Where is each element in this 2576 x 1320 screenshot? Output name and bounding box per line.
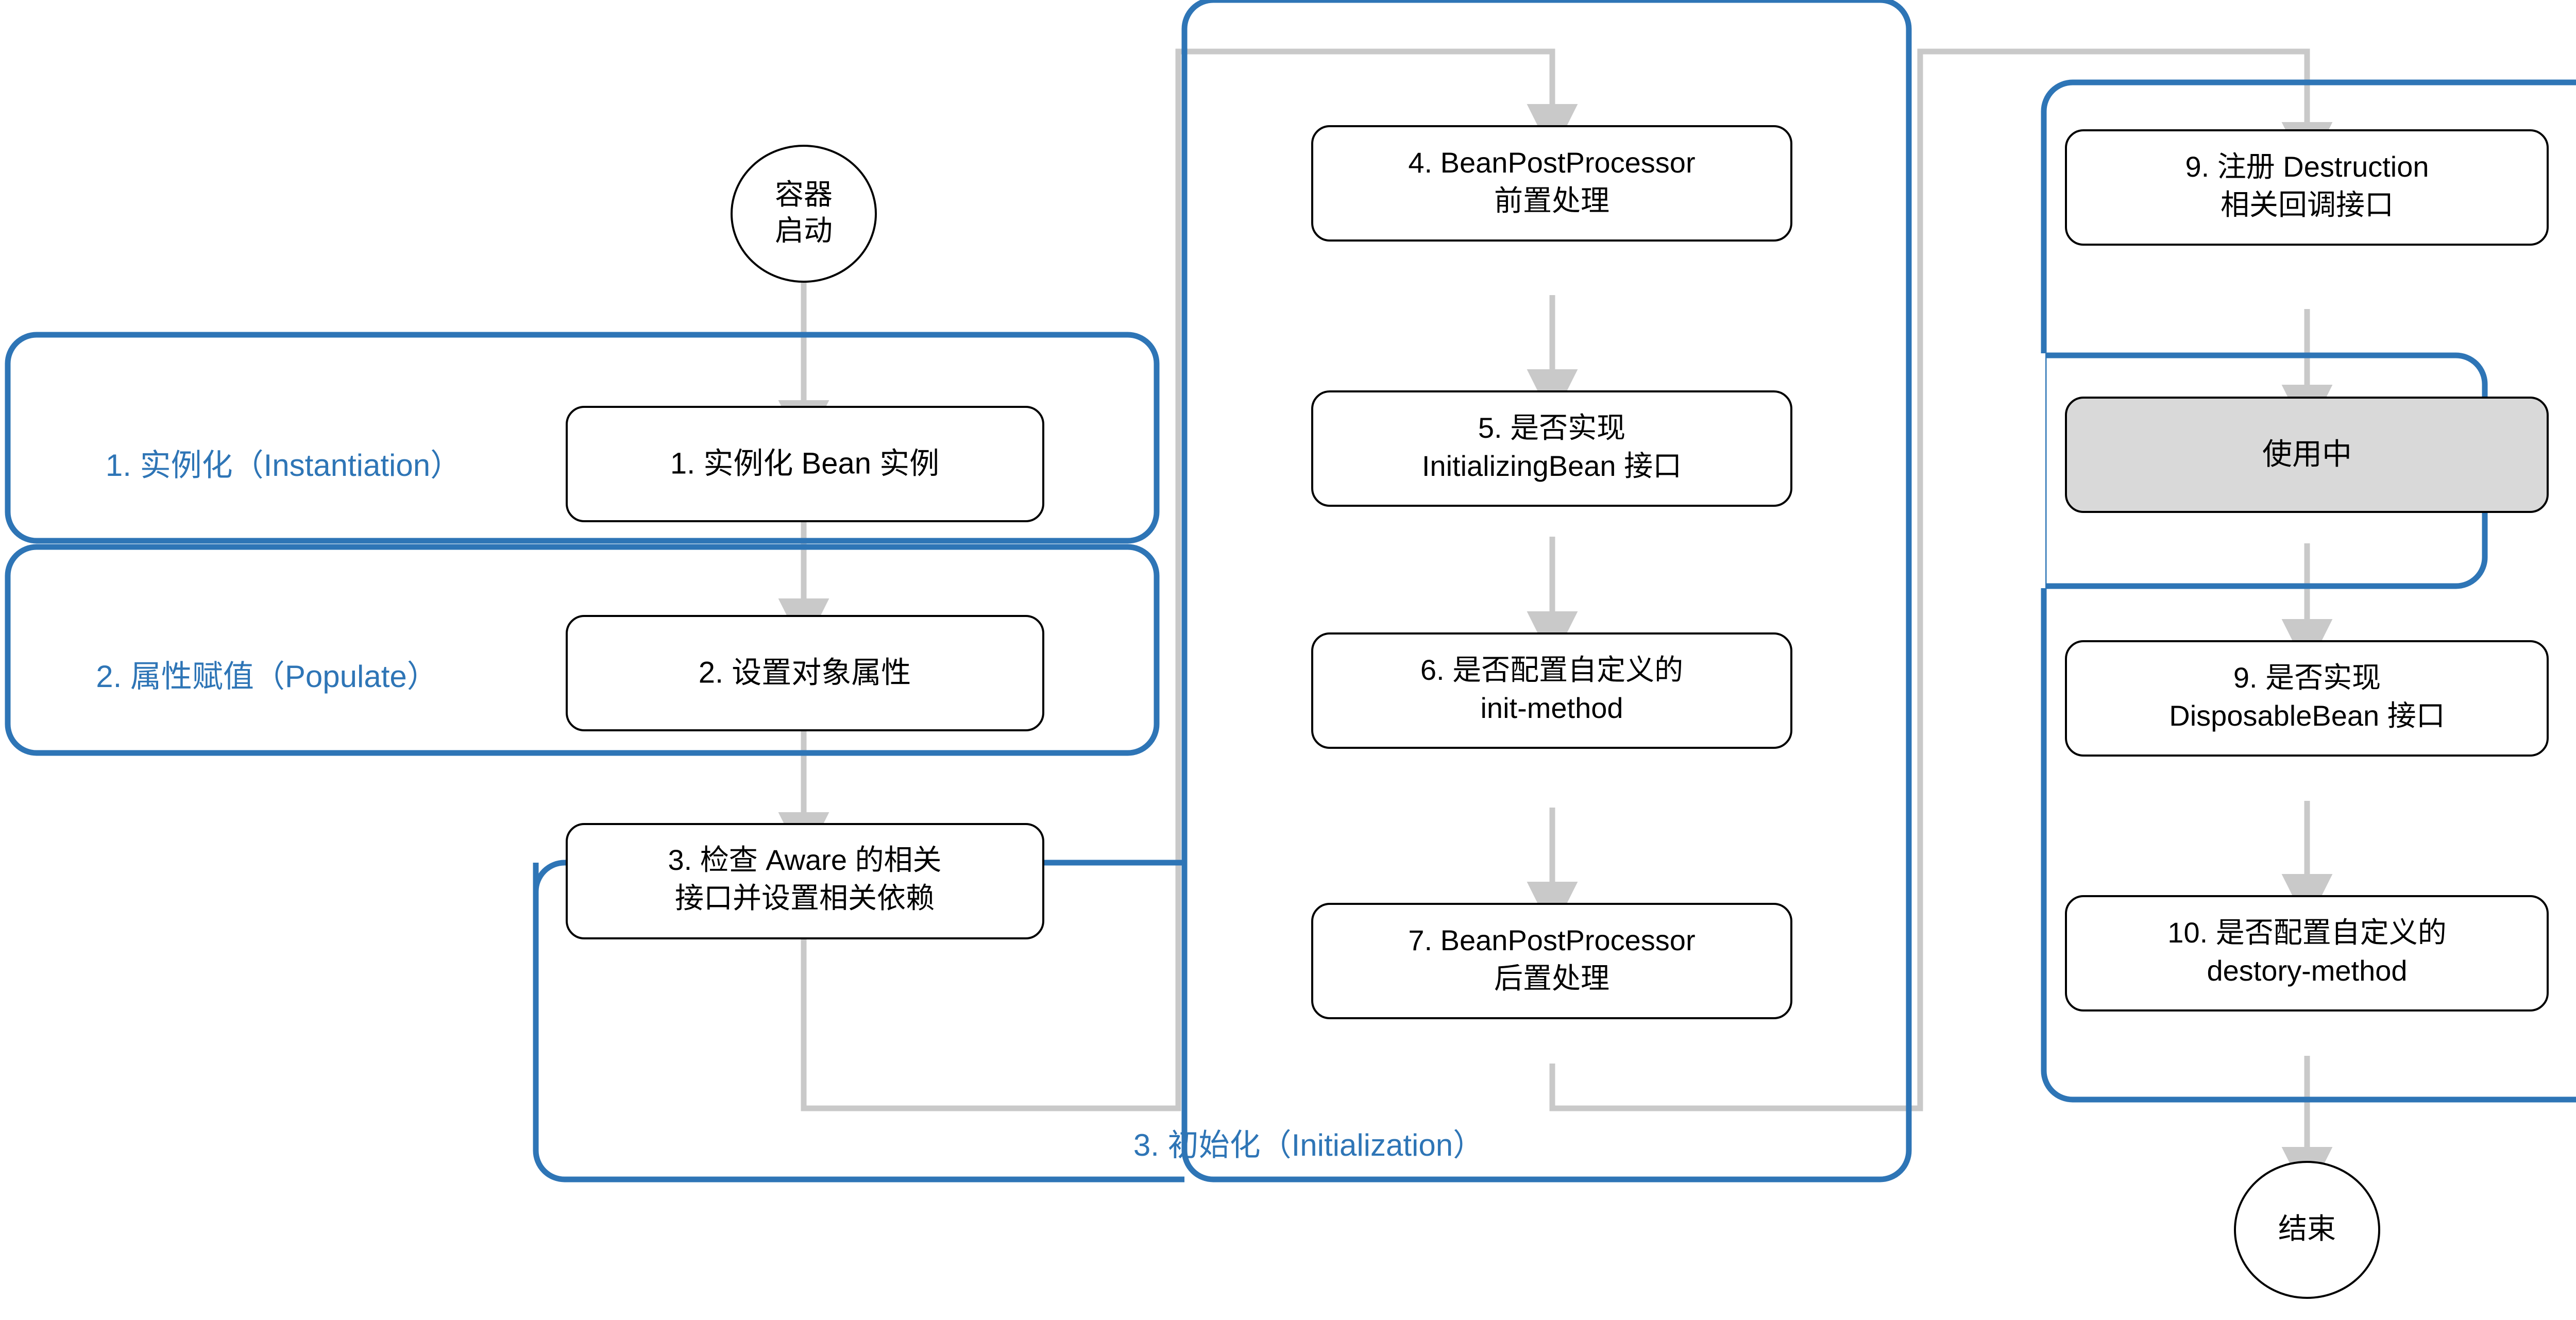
step-4-line2: 前置处理 (1494, 184, 1609, 217)
step-node-3[interactable] (566, 823, 1044, 939)
step-7-line2: 后置处理 (1494, 962, 1609, 995)
step-node-in-use[interactable] (2065, 397, 2549, 513)
step-8-line1: 9. 注册 Destruction (2185, 150, 2429, 183)
phase-label-populate: 2. 属性赋值（Populate） (96, 659, 438, 694)
step-in-use-line1: 使用中 (2262, 437, 2352, 471)
step-9-line1: 9. 是否实现 (2233, 661, 2381, 694)
phase-label-initialization: 3. 初始化（Initialization） (1133, 1128, 1484, 1162)
start-terminator (731, 145, 877, 283)
step-8-line2: 相关回调接口 (2221, 188, 2394, 221)
end-terminator (2234, 1161, 2380, 1299)
step-3-line1: 3. 检查 Aware 的相关 (668, 844, 941, 876)
step-2-line1: 2. 设置对象属性 (699, 656, 911, 689)
phase-group-initialization-main (1181, 0, 1912, 1182)
phase-group-instantiation (5, 332, 1160, 544)
step-7-line1: 7. BeanPostProcessor (1408, 924, 1695, 956)
step-node-2[interactable] (566, 615, 1044, 731)
connector-step7-to-step8 (1549, 48, 2333, 1111)
step-10-line2: destory-method (2207, 954, 2407, 987)
step-node-register-destruction[interactable] (2065, 129, 2549, 246)
step-9-line2: DisposableBean 接口 (2169, 699, 2445, 732)
step-5-line2: InitializingBean 接口 (1422, 450, 1682, 482)
step-4-line1: 4. BeanPostProcessor (1408, 146, 1695, 179)
notch-mask (2025, 353, 2045, 588)
step-6-line1: 6. 是否配置自定义的 (1420, 654, 1683, 686)
step-10-line1: 10. 是否配置自定义的 (2167, 916, 2446, 949)
start-terminator-line2: 启动 (775, 214, 833, 247)
step-node-5[interactable] (1311, 390, 1792, 507)
phase-group-destruction (2041, 79, 2576, 1103)
connector-step3-to-step4 (801, 48, 1578, 1111)
step-node-9[interactable] (2065, 640, 2549, 757)
step-6-line2: init-method (1480, 692, 1623, 724)
step-node-1[interactable] (566, 406, 1044, 522)
phase-group-populate (5, 544, 1160, 756)
step-3-line2: 接口并设置相关依赖 (675, 882, 935, 914)
start-terminator-line1: 容器 (775, 178, 833, 211)
step-5-line1: 5. 是否实现 (1478, 412, 1625, 444)
step-node-7[interactable] (1311, 903, 1792, 1019)
phase-label-instantiation: 1. 实例化（Instantiation） (106, 448, 461, 483)
phase-group-initialization-left (533, 860, 1184, 1182)
step-node-4[interactable] (1311, 125, 1792, 242)
step-1-line1: 1. 实例化 Bean 实例 (670, 447, 939, 480)
end-terminator-line1: 结束 (2278, 1212, 2336, 1245)
step-node-10[interactable] (2065, 895, 2549, 1012)
step-node-6[interactable] (1311, 632, 1792, 749)
